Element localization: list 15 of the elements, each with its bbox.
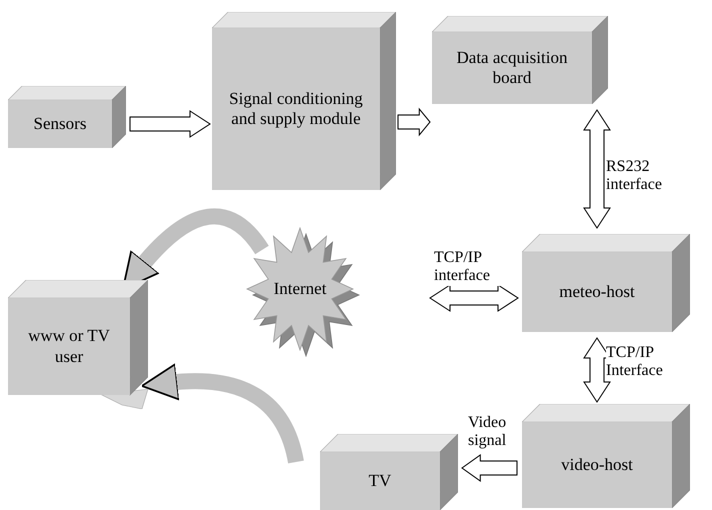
node-label: Sensors <box>34 114 86 134</box>
block-arrow <box>429 284 519 312</box>
node-label: Data acquisition board <box>456 48 568 88</box>
node-label: Signal conditioning and supply module <box>228 88 364 130</box>
node-label: video-host <box>561 454 633 476</box>
block-arrow <box>398 108 431 136</box>
node-label: www or TV user <box>27 326 111 367</box>
curved-arrow <box>140 364 304 464</box>
block-arrow <box>130 110 211 138</box>
block-arrow <box>461 454 518 482</box>
node-label: Internet <box>274 278 326 300</box>
node-label: meteo-host <box>559 282 635 302</box>
block-arrow <box>583 109 611 229</box>
node-label: TV <box>368 470 392 492</box>
block-arrow <box>583 337 611 403</box>
